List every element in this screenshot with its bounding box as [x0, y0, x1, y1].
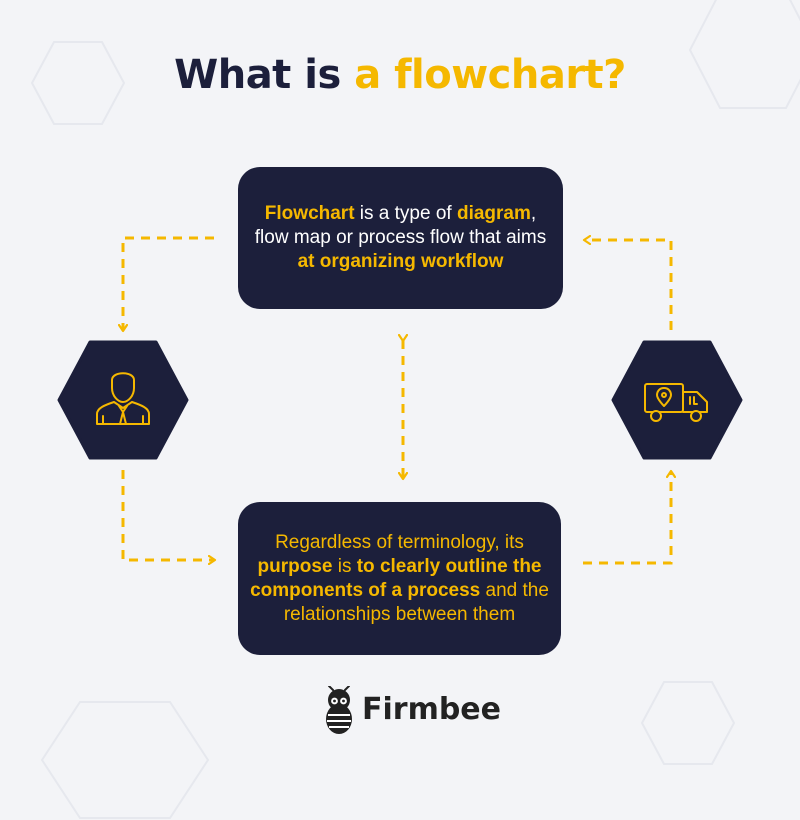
flowchart-purpose-text: Regardless of terminology, its purpose i…	[250, 531, 549, 625]
right-hexagon-node	[611, 340, 743, 460]
businessman-icon	[96, 372, 150, 425]
background-hexagon-top-left	[30, 41, 126, 125]
firmbee-bee-icon	[326, 686, 352, 734]
brand-name: Firmbee	[362, 692, 501, 727]
arrow-right-to-top	[585, 240, 673, 330]
arrow-bottom-to-right	[583, 472, 671, 565]
arrow-left-to-bottom	[121, 470, 214, 560]
flow-arrows	[0, 0, 800, 800]
left-hexagon-node	[57, 340, 189, 460]
background-hexagon-top-right	[688, 0, 800, 109]
background-hexagon-bottom-right	[640, 681, 736, 765]
page-title: What is a flowchart?	[174, 52, 626, 98]
flowchart-purpose-box: Regardless of terminology, its purpose i…	[238, 502, 561, 655]
arrow-top-to-left	[123, 236, 214, 330]
flowchart-definition-text: Flowchart is a type of diagram, flow map…	[254, 203, 547, 272]
delivery-truck-icon	[644, 383, 708, 422]
flowchart-definition-box: Flowchart is a type of diagram, flow map…	[238, 167, 563, 309]
